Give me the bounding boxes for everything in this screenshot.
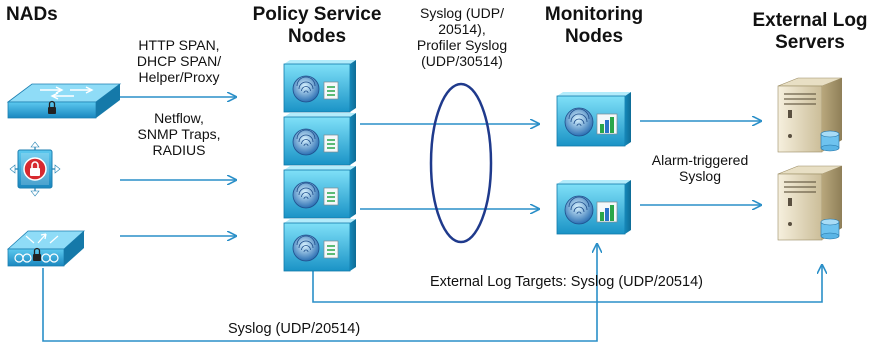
label-netflow-line-3: RADIUS [152,142,206,159]
label-netflow-sources: Netflow, SNMP Traps, RADIUS [118,110,240,158]
wireless-controller-icon [6,230,86,267]
label-netflow-line-2: SNMP Traps, [137,126,221,143]
label-alarm-triggered: Alarm-triggered Syslog [636,152,764,184]
label-alarm-line-1: Alarm-triggered [651,152,749,168]
label-span-line-2: DHCP SPAN/ [136,53,222,70]
label-syslog-line-2: 20514), [438,21,486,38]
label-netflow-line-1: Netflow, [154,110,204,126]
router-firewall-icon [9,141,61,197]
header-mnt-line-1: Monitoring [544,4,644,25]
label-syslog-line-3: Profiler Syslog [416,37,508,54]
header-external-log-servers: External Log Servers [743,10,877,54]
header-mnt-line-2: Nodes [564,25,624,47]
syslog-bundle-ellipse [429,82,493,244]
label-syslog-line-4: (UDP/30514) [421,53,503,70]
label-syslog-bottom: Syslog (UDP/20514) [228,321,361,337]
header-monitoring-nodes: Monitoring Nodes [535,4,653,48]
label-span-line-1: HTTP SPAN, [138,37,220,53]
header-policy-service-nodes: Policy Service Nodes [248,4,386,48]
header-ext-line-2: Servers [775,31,845,53]
log-server-icon [777,77,843,153]
header-psn-line-1: Policy Service [252,4,382,25]
arrow-nad-syslog-bottom [42,245,597,342]
header-nads: NADs [6,4,58,25]
label-syslog-profiler: Syslog (UDP/ 20514), Profiler Syslog (UD… [400,5,524,69]
log-server-icon [777,165,843,241]
policy-node-icon [283,166,356,219]
policy-node-icon [283,60,356,113]
arrow-psn-external-targets [312,266,822,303]
label-syslog-line-1: Syslog (UDP/ [419,5,505,21]
switch-icon [6,83,122,119]
label-span-sources: HTTP SPAN, DHCP SPAN/ Helper/Proxy [118,37,240,85]
header-ext-line-1: External Log [752,10,868,31]
monitoring-node-icon [556,180,631,235]
header-psn-line-2: Nodes [287,25,347,47]
policy-node-icon [283,113,356,166]
label-external-log-targets: External Log Targets: Syslog (UDP/20514) [430,274,703,290]
label-alarm-line-2: Syslog [678,168,722,185]
policy-node-icon [283,219,356,272]
label-span-line-3: Helper/Proxy [138,69,220,86]
monitoring-node-icon [556,92,631,147]
